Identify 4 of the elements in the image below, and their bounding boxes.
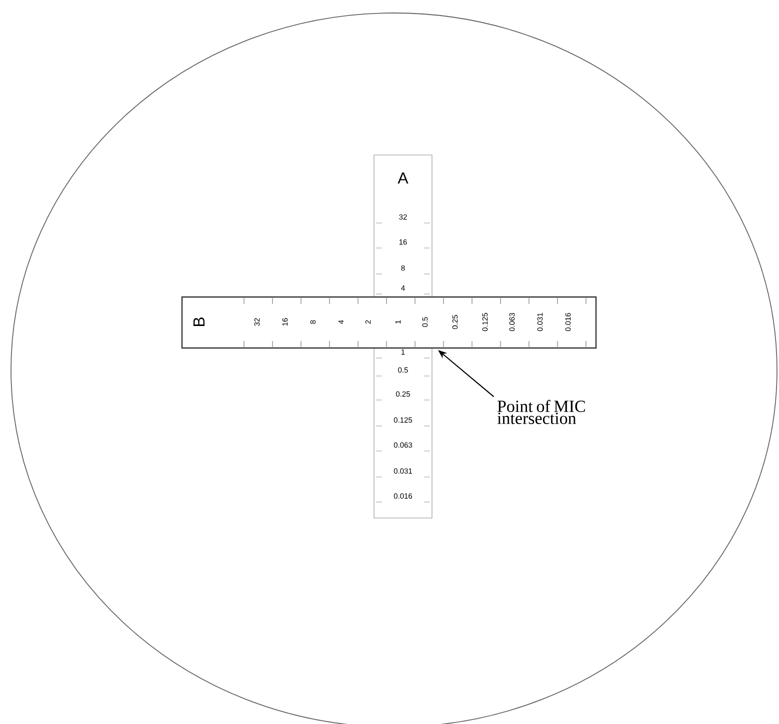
strip-letter: B xyxy=(194,318,204,326)
horizontal-strip xyxy=(181,296,597,349)
strip-letter: A xyxy=(398,172,408,184)
callout-text: Point of MIC intersection xyxy=(497,400,585,424)
